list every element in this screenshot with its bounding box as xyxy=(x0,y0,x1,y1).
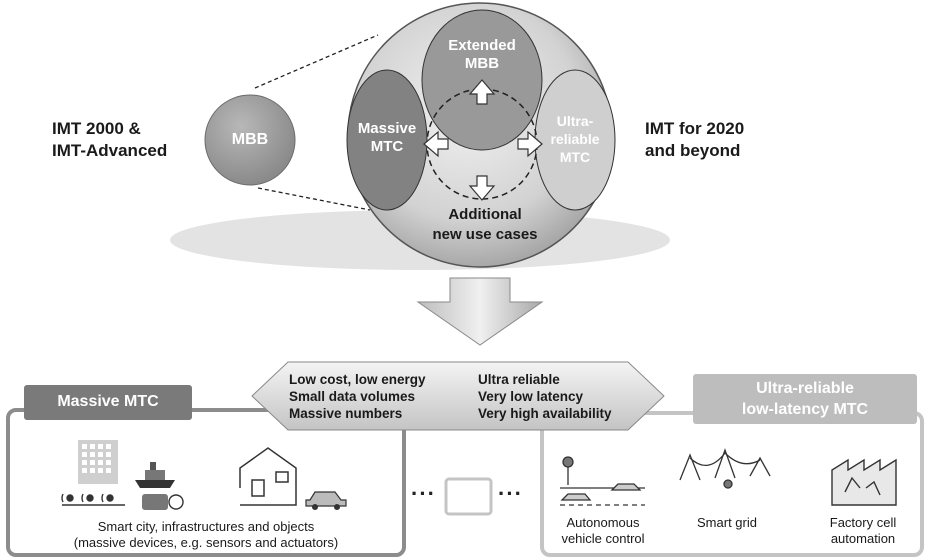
ultra-reliable-line1: Ultra- xyxy=(556,113,594,129)
autonomous-vehicle-caption: Autonomous vehicle control xyxy=(548,515,658,547)
extended-mbb-line2: MBB xyxy=(464,55,500,72)
features-left: Low cost, low energy Small data volumes … xyxy=(289,371,426,422)
smart-grid-icon xyxy=(679,448,771,489)
extended-mbb-line1: Extended xyxy=(448,37,516,54)
massive-mtc-header-label: Massive MTC xyxy=(57,393,159,410)
ultra-reliable-line2: reliable xyxy=(550,131,600,147)
ultra-header-line1: Ultra-reliable xyxy=(756,380,854,397)
factory-caption-line2: automation xyxy=(830,531,896,546)
imt2020-label-line1: IMT for 2020 xyxy=(645,119,745,138)
feature-high-availability: Very high availability xyxy=(478,406,612,421)
ultra-reliable-line3: MTC xyxy=(559,149,591,165)
ellipsis-right: ··· xyxy=(498,481,523,506)
ultra-header-line2: low-latency MTC xyxy=(741,401,869,418)
ultra-reliable-header-label: Ultra-reliable low-latency MTC xyxy=(693,378,917,420)
feature-massive-numbers: Massive numbers xyxy=(289,406,403,421)
ship-icon xyxy=(135,462,175,488)
autonomous-caption-line1: Autonomous xyxy=(566,515,640,530)
mbb-label: MBB xyxy=(231,131,269,148)
ultra-reliable-bubble-label: Ultra- reliable MTC xyxy=(535,112,615,166)
imt2000-label-line1: IMT 2000 & xyxy=(52,119,141,138)
massive-caption-line1: Smart city, infrastructures and objects xyxy=(97,519,315,534)
car-icon xyxy=(305,491,347,510)
connector-top xyxy=(254,34,379,89)
feature-ultra-reliable: Ultra reliable xyxy=(478,372,560,387)
massive-mtc-line2: MTC xyxy=(370,138,404,155)
imt2000-label: IMT 2000 & IMT-Advanced xyxy=(52,118,167,162)
feature-small-data: Small data volumes xyxy=(289,389,416,404)
meter-icon xyxy=(142,494,184,510)
connector-bottom xyxy=(257,187,371,211)
massive-mtc-line1: Massive xyxy=(357,120,417,137)
imt2020-label: IMT for 2020 and beyond xyxy=(645,118,744,162)
factory-caption-line1: Factory cell xyxy=(829,515,897,530)
features-right: Ultra reliable Very low latency Very hig… xyxy=(478,371,612,422)
placeholder-box xyxy=(444,477,493,516)
sensor-waves-icon xyxy=(61,493,125,506)
imt2000-label-line2: IMT-Advanced xyxy=(52,141,168,160)
massive-mtc-bubble-label: Massive MTC xyxy=(347,120,427,156)
building-icon xyxy=(78,440,118,484)
smart-grid-caption: Smart grid xyxy=(697,515,757,530)
massive-mtc-caption: Smart city, infrastructures and objects … xyxy=(14,519,398,551)
additional-use-cases-label: Additional new use cases xyxy=(400,205,570,245)
additional-line1: Additional xyxy=(448,206,522,223)
ellipsis-left: ··· xyxy=(411,481,436,506)
arrow-left xyxy=(423,130,449,158)
arrow-up xyxy=(468,79,496,105)
mbb-bubble xyxy=(204,94,296,186)
feature-band xyxy=(251,361,665,431)
imt2020-label-line2: and beyond xyxy=(645,141,741,160)
feature-low-cost: Low cost, low energy xyxy=(289,372,426,387)
feature-low-latency: Very low latency xyxy=(478,389,584,404)
arrow-right xyxy=(517,130,543,158)
factory-icon xyxy=(831,458,897,506)
massive-mtc-ellipse xyxy=(346,69,428,211)
autonomous-vehicle-icon xyxy=(560,456,645,506)
factory-caption: Factory cell automation xyxy=(808,515,918,547)
arrow-down xyxy=(468,175,496,201)
massive-caption-line2: (massive devices, e.g. sensors and actua… xyxy=(73,535,339,550)
smart-house-icon xyxy=(239,447,297,506)
big-down-arrow xyxy=(416,277,544,346)
autonomous-caption-line2: vehicle control xyxy=(561,531,645,546)
ultra-reliable-header xyxy=(693,374,917,424)
massive-mtc-header xyxy=(24,385,192,420)
extended-mbb-label: Extended MBB xyxy=(432,37,532,73)
additional-line2: new use cases xyxy=(432,226,538,243)
